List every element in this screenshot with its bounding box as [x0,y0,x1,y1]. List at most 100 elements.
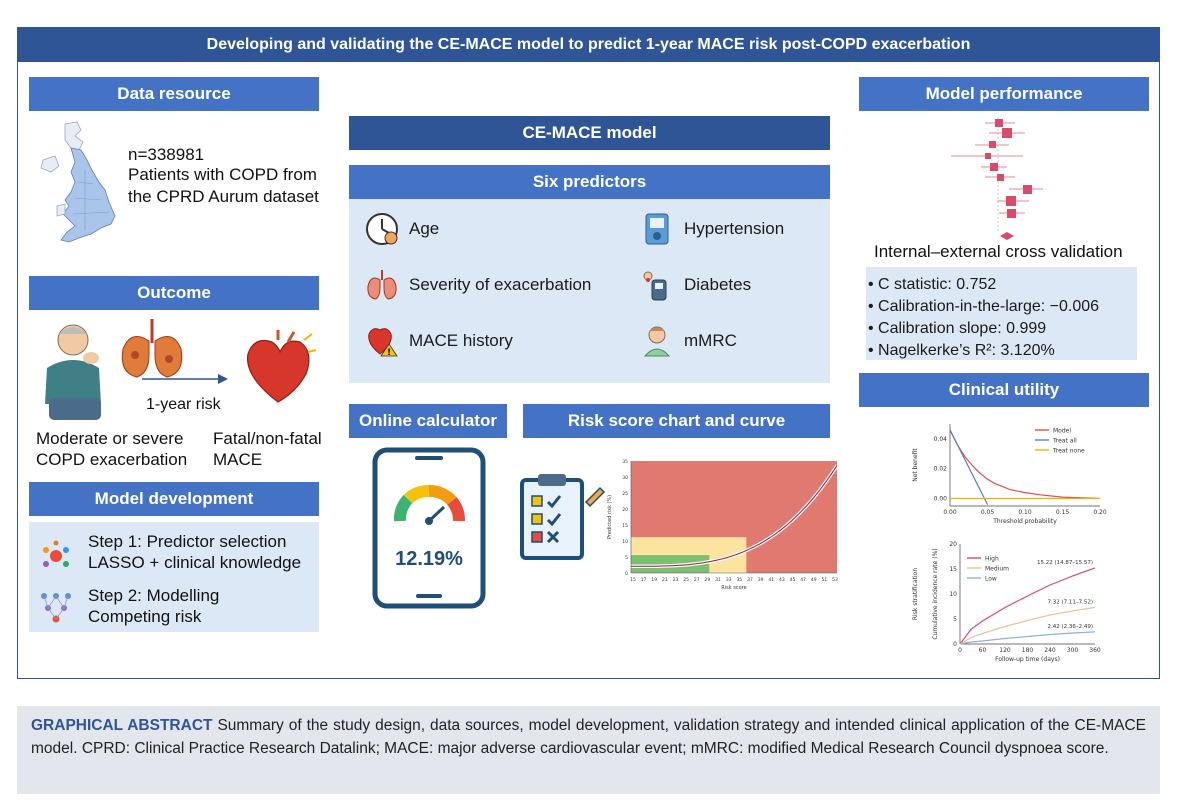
predictor-diabetes: Diabetes [640,268,751,302]
risk-chart-header: Risk score chart and curve [523,404,830,438]
svg-text:!: ! [387,348,391,358]
y-tick-label: 0.04 [934,436,948,443]
heart-warning-icon: ! [368,328,398,358]
risk-x-tick: 19 [651,577,657,583]
risk-x-tick: 53 [832,577,838,583]
x-axis-label: Threshold probability [992,518,1057,525]
predictor-age: Age [365,212,439,246]
predictor-severity-label: Severity of exacerbation [409,275,592,294]
uk-map-icon [40,121,116,243]
endpoint-label: 15.22 (14.87–15.57) [1037,560,1093,566]
modelling-network-icon [41,593,71,623]
risk-x-tick: 33 [726,577,732,583]
x-tick-label: 240 [1044,647,1056,654]
series-line-model [949,429,1101,500]
data-resource-line2: the CPRD Aurum dataset [128,187,319,206]
x-tick-label: 0.15 [1056,509,1070,516]
endpoint-label: 7.32 (7.11–7.52) [1047,599,1093,605]
legend-label: Treat all [1052,438,1077,445]
strat-y-label: Cumulative incidence rate (%) [932,548,939,639]
predictor-mace-history-label: MACE history [409,331,513,350]
six-predictors-header: Six predictors [349,165,830,199]
blood-pressure-monitor-icon [645,213,669,245]
risk-y-tick: 10 [622,539,628,545]
y-tick-label: 5 [953,616,957,623]
outcome-right-line2: MACE [213,450,263,469]
risk-arrow-icon [142,374,228,384]
caption-lead: GRAPHICAL ABSTRACT [31,717,213,734]
glucose-meter-icon [643,271,667,301]
metric-nagelkerke: Nagelkerke’s R²: 3.120% [868,340,1099,362]
clock-age-icon [366,213,398,245]
metric-c-statistic: C statistic: 0.752 [868,274,1099,296]
forest-plot-icon [951,117,1043,240]
x-tick-label: 360 [1089,647,1101,654]
risk-x-tick: 51 [822,577,828,583]
metric-citl: Calibration-in-the-large: −0.006 [868,296,1099,318]
y-tick-label: 0.02 [934,466,948,473]
caption-text: Summary of the study design, data source… [31,717,1146,757]
x-tick-label: 0.10 [1018,509,1032,516]
risk-x-tick: 17 [641,577,647,583]
risk-y-tick: 15 [622,523,628,529]
x-tick-label: 60 [979,647,987,654]
x-tick-label: 180 [1022,647,1034,654]
risk-x-tick: 39 [758,577,764,583]
legend-label: Medium [985,566,1009,573]
risk-x-tick: 21 [662,577,668,583]
breathless-person-icon [643,326,671,357]
performance-metrics: C statistic: 0.752 Calibration-in-the-la… [868,274,1099,362]
x-tick-label: 300 [1067,647,1079,654]
clinical-utility-header: Clinical utility [859,373,1149,407]
step2-title: Step 2: Modelling [88,586,220,605]
online-calculator-header: Online calculator [349,404,507,438]
x-tick-label: 0.05 [981,509,995,516]
risk-curve-line [631,465,838,567]
outcome-left-line2: COPD exacerbation [36,450,188,469]
strat-side-label: Risk stratification [912,568,919,620]
x-tick-label: 0.20 [1093,509,1107,516]
risk-x-tick: 41 [768,577,774,583]
risk-x-tick: 23 [673,577,679,583]
coughing-patient-icon [45,324,101,420]
risk-y-tick: 5 [625,555,628,561]
y-tick-label: 20 [949,541,957,548]
risk-x-tick: 29 [705,577,711,583]
predictors-panel [349,199,830,383]
risk-x-tick: 37 [747,577,753,583]
legend-label: High [985,556,999,563]
predictor-mace-history: ! MACE history [365,324,513,358]
risk-x-tick: 31 [715,577,721,583]
risk-x-tick: 47 [800,577,806,583]
predictor-diabetes-label: Diabetes [684,275,752,294]
predictor-mmrc-label: mMRC [684,331,737,350]
predictor-hypertension-label: Hypertension [684,219,785,238]
model-performance-header: Model performance [859,77,1149,111]
risk-x-tick: 43 [779,577,785,583]
risk-x-tick: 35 [736,577,742,583]
predictor-age-label: Age [409,219,440,238]
ce-mace-header: CE-MACE model [349,116,830,150]
legend-label: Model [1053,428,1071,435]
smartphone-gauge-icon [372,447,486,609]
step1-detail: LASSO + clinical knowledge [88,553,302,572]
risk-x-tick: 49 [811,577,817,583]
model-development-header: Model development [29,482,319,516]
risk-y-tick: 0 [625,571,628,577]
calculator-value: 12.19% [395,548,463,570]
risk-y-tick: 35 [622,459,628,465]
x-tick-label: 0 [958,647,962,654]
model-development-panel [29,522,319,632]
series-line-high [959,567,1096,645]
data-resource-header: Data resource [29,77,319,111]
risk-x-tick: 25 [683,577,689,583]
risk-y-label: Predicted risk (%) [607,495,613,539]
risk-x-tick: 15 [630,577,636,583]
series-line-medium [959,606,1096,645]
metric-calibration-slope: Calibration slope: 0.999 [868,318,1099,340]
step1-title: Step 1: Predictor selection [88,532,287,551]
x-tick-label: 120 [999,647,1011,654]
